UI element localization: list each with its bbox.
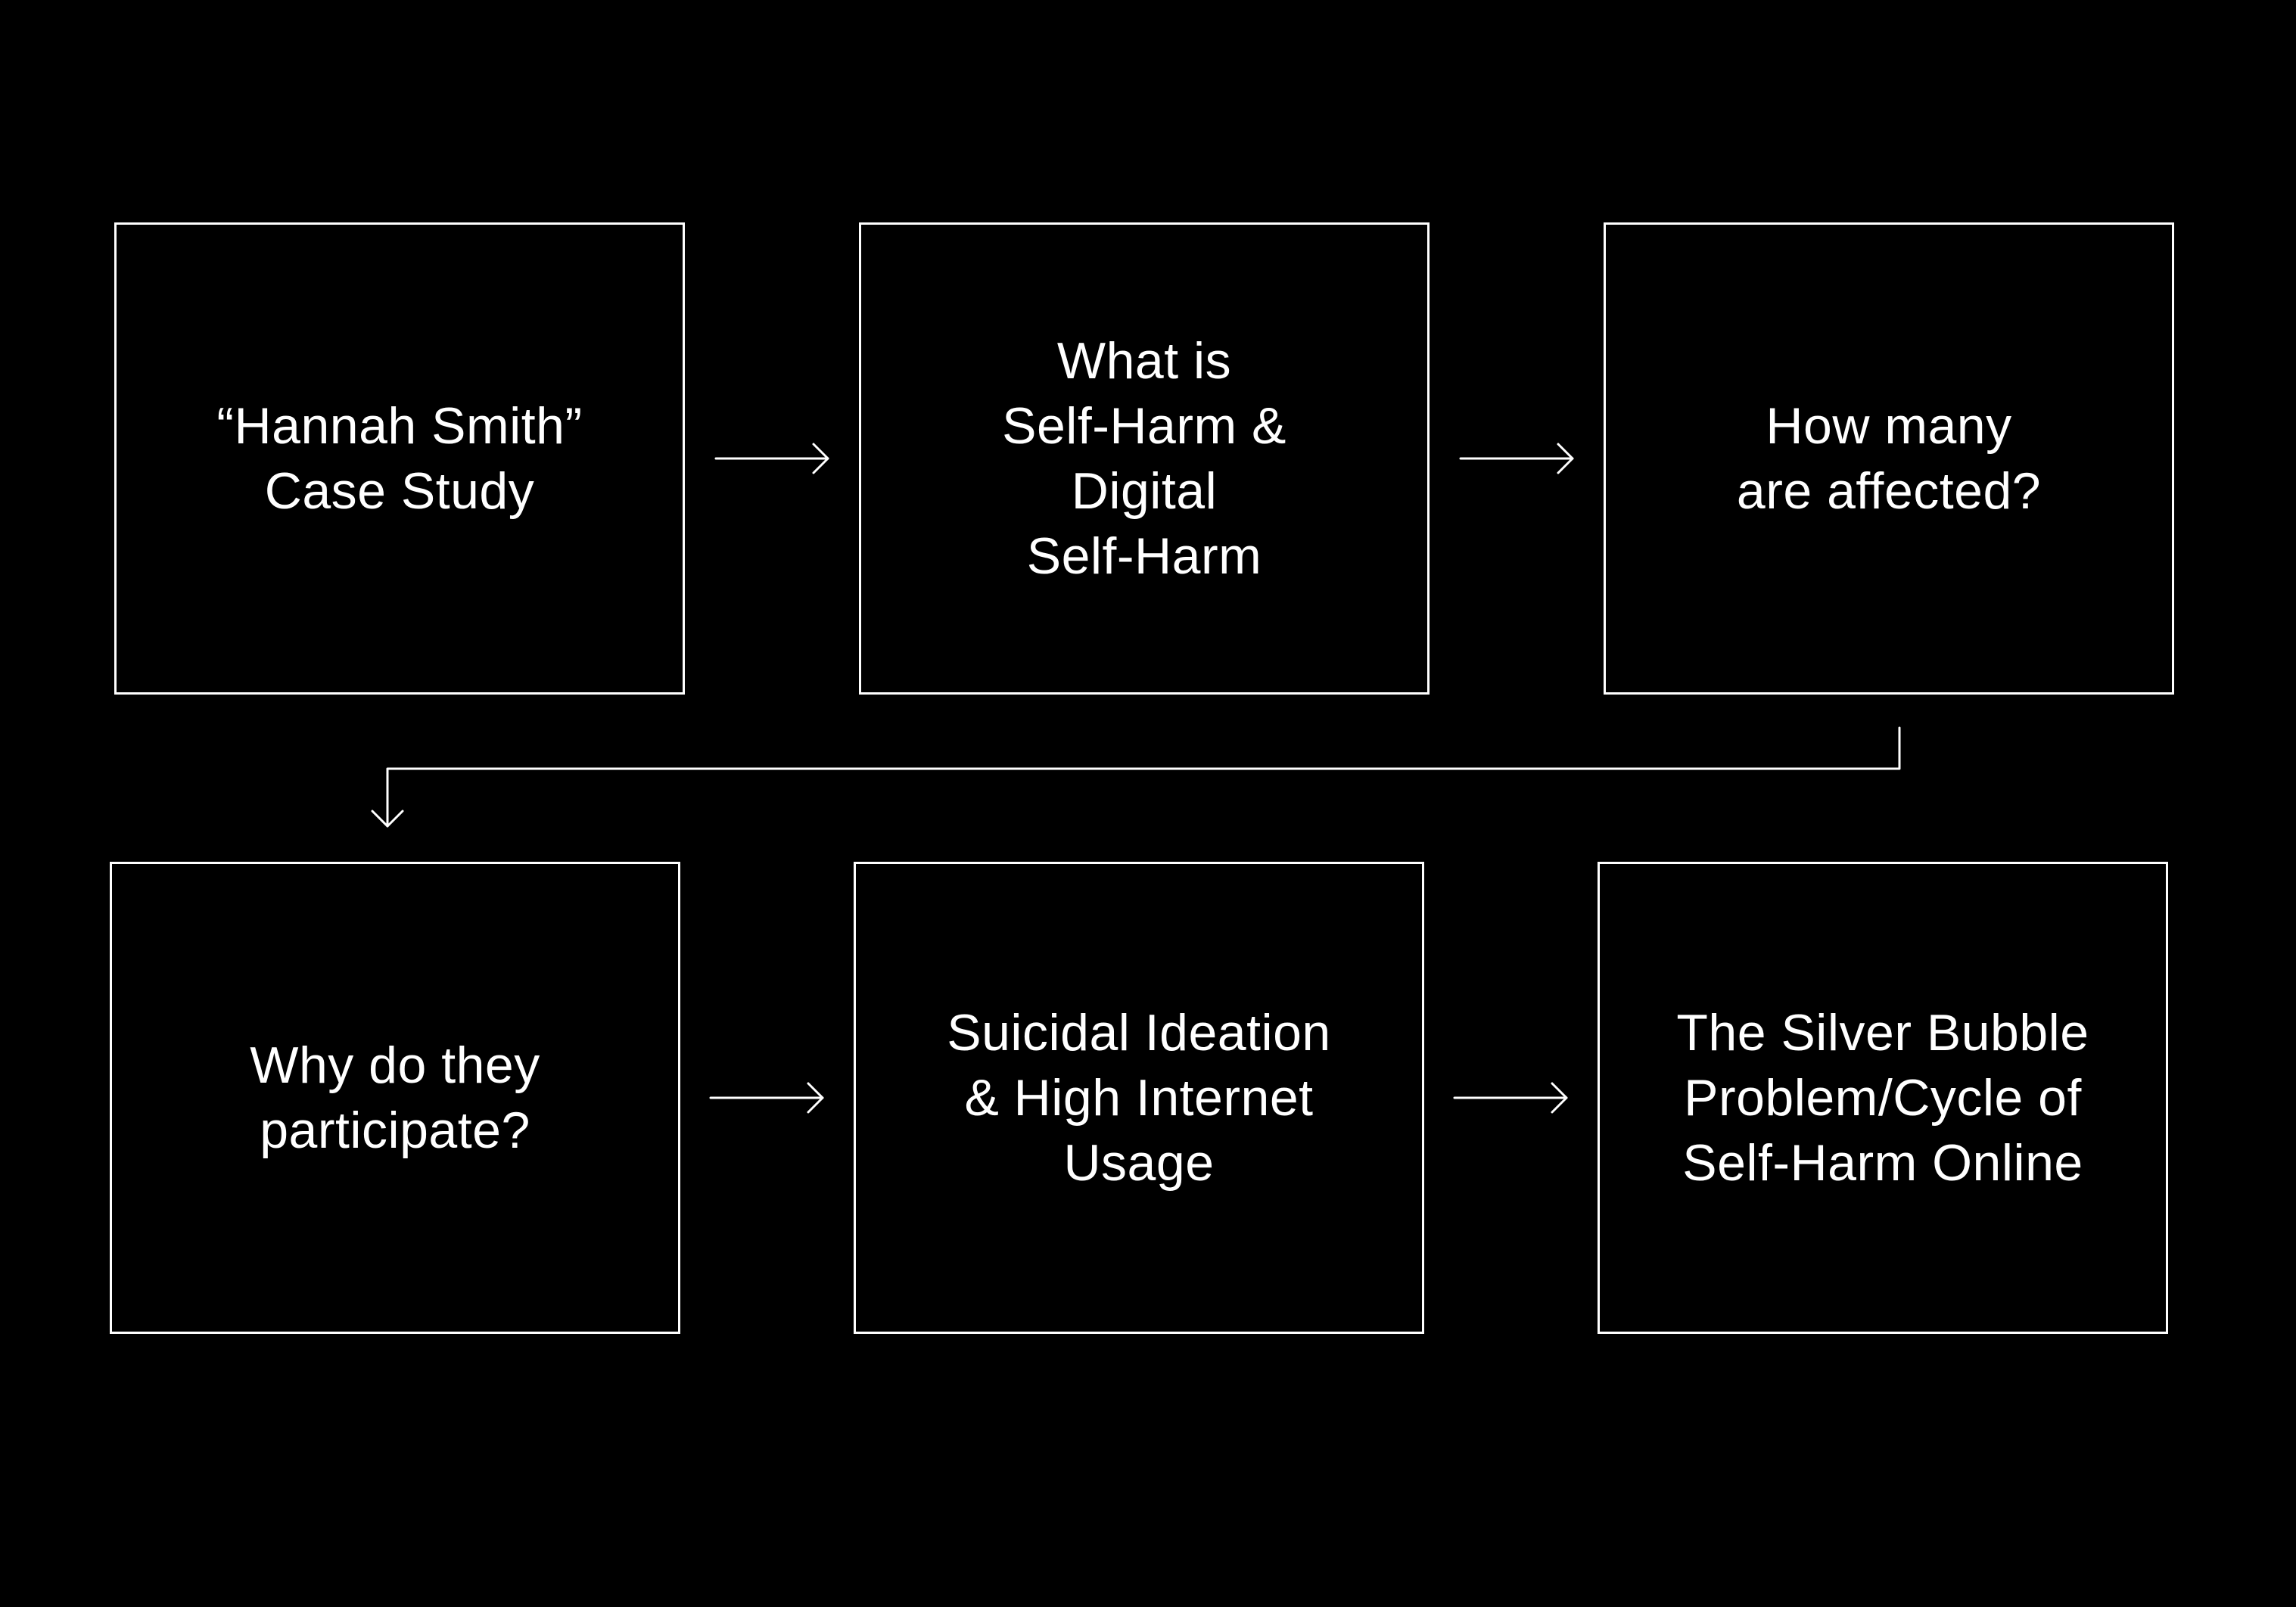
edge-hannah-smith-to-self-harm-definition	[714, 443, 829, 474]
edge-self-harm-definition-to-how-many-affected	[1459, 443, 1574, 474]
node-how-many-affected: How many are affected?	[1604, 222, 2174, 695]
elbow-connector	[386, 726, 1901, 828]
arrow-head-right	[1557, 443, 1574, 474]
arrow-head-down	[371, 810, 404, 828]
edge-suicidal-ideation-to-silver-bubble	[1453, 1082, 1568, 1114]
node-label: Why do they participate?	[250, 1037, 540, 1159]
edge-how-many-affected-to-why-participate	[371, 726, 1901, 828]
node-label: Suicidal Ideation & High Internet Usage	[947, 1004, 1331, 1192]
node-label: What is Self-Harm & Digital Self-Harm	[1002, 332, 1286, 585]
node-label: How many are affected?	[1736, 397, 2042, 520]
node-label: The Silver Bubble Problem/Cycle of Self-…	[1676, 1004, 2089, 1192]
edge-why-participate-to-suicidal-ideation	[709, 1082, 824, 1114]
arrow-head-right	[812, 443, 829, 474]
node-suicidal-ideation: Suicidal Ideation & High Internet Usage	[854, 862, 1424, 1334]
node-what-is-self-harm: What is Self-Harm & Digital Self-Harm	[859, 222, 1430, 695]
node-why-participate: Why do they participate?	[110, 862, 680, 1334]
arrow-head-right	[807, 1082, 824, 1114]
node-hannah-smith-case-study: “Hannah Smith” Case Study	[114, 222, 685, 695]
arrow-head-right	[1551, 1082, 1568, 1114]
node-label: “Hannah Smith” Case Study	[216, 397, 583, 520]
node-silver-bubble: The Silver Bubble Problem/Cycle of Self-…	[1598, 862, 2168, 1334]
